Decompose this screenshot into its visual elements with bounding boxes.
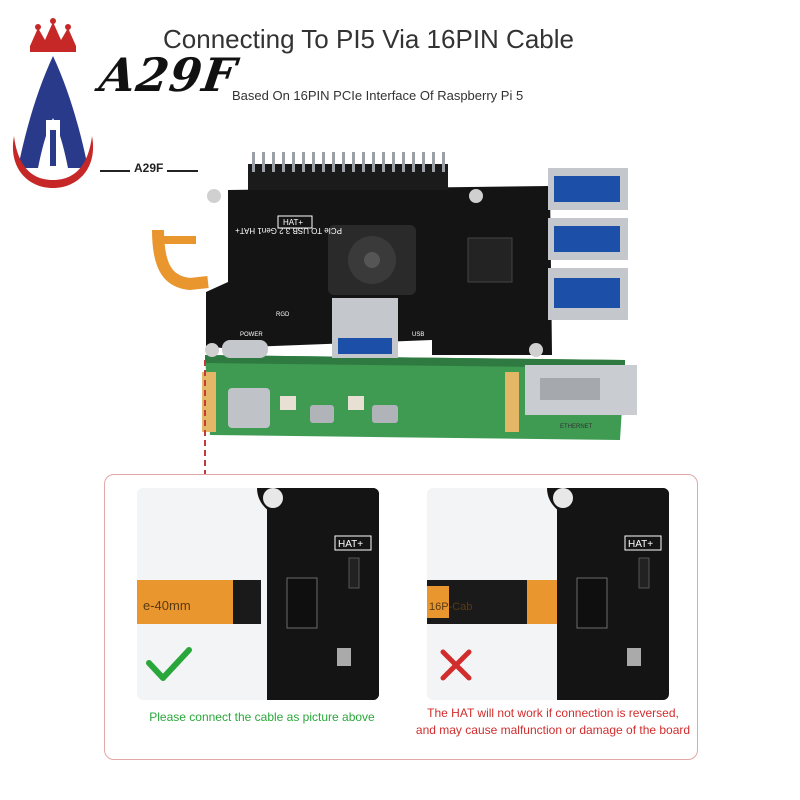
gpio-pin xyxy=(282,152,285,172)
board-usb-label: USB xyxy=(412,332,424,338)
board-ethernet-label: ETHERNET xyxy=(560,424,593,430)
gpio-pin xyxy=(412,152,415,172)
gpio-pin xyxy=(292,152,295,172)
correct-caption: Please connect the cable as picture abov… xyxy=(149,710,375,724)
wrong-hat-label: HAT+ xyxy=(628,539,653,550)
gpio-pin xyxy=(382,152,385,172)
wrong-connection-inset: 16P-Cab HAT+ xyxy=(427,488,669,700)
wrong-cable-label: 16P-Cab xyxy=(429,601,472,613)
gpio-header-icon xyxy=(248,164,448,190)
wrong-caption-line-2: and may cause malfunction or damage of t… xyxy=(415,723,691,737)
usb-c-port-icon xyxy=(228,388,270,428)
gpio-pin xyxy=(422,152,425,172)
correct-connection-inset: e-40mm HAT+ xyxy=(137,488,379,700)
ffc-cable xyxy=(152,229,209,291)
wrong-caption-line-1: The HAT will not work if connection is r… xyxy=(427,706,679,720)
product-photo: PCIe TO USB 3.2 Gen1 HAT+ HAT+ POWER USB… xyxy=(152,152,637,440)
page-subtitle: Based On 16PIN PCIe Interface Of Raspber… xyxy=(232,88,524,103)
gpio-pin xyxy=(392,152,395,172)
gpio-pin xyxy=(362,152,365,172)
logo-emblem-icon xyxy=(12,18,94,188)
gpio-pin xyxy=(372,152,375,172)
gpio-pin xyxy=(272,152,275,172)
page-title: Connecting To PI5 Via 16PIN Cable xyxy=(163,24,574,54)
board-power-label: POWER xyxy=(240,332,263,338)
gpio-pin xyxy=(442,152,445,172)
check-icon xyxy=(146,647,192,681)
gpio-pin xyxy=(322,152,325,172)
board-rgd-label: RGD xyxy=(276,312,290,318)
correct-cable-label: e-40mm xyxy=(143,598,191,613)
gpio-pin xyxy=(352,152,355,172)
gpio-pin xyxy=(332,152,335,172)
gpio-pin xyxy=(312,152,315,172)
logo-caption: A29F xyxy=(130,161,168,175)
callout-leader-line xyxy=(204,360,206,476)
gpio-pin xyxy=(302,152,305,172)
gpio-pin xyxy=(262,152,265,172)
gpio-pin xyxy=(432,152,435,172)
gpio-pin xyxy=(402,152,405,172)
brand-logo: A29F A29F xyxy=(8,18,240,198)
gpio-pin xyxy=(252,152,255,172)
board-product-label: PCIe TO USB 3.2 Gen1 HAT+ xyxy=(235,226,342,235)
logo-wordmark: A29F xyxy=(96,48,241,102)
gpio-pin xyxy=(342,152,345,172)
usb-a-ports xyxy=(548,168,628,320)
wrong-caption: The HAT will not work if connection is r… xyxy=(398,705,708,739)
correct-hat-label: HAT+ xyxy=(338,539,363,550)
board-hat-label: HAT+ xyxy=(283,218,303,227)
cross-icon xyxy=(440,649,472,681)
